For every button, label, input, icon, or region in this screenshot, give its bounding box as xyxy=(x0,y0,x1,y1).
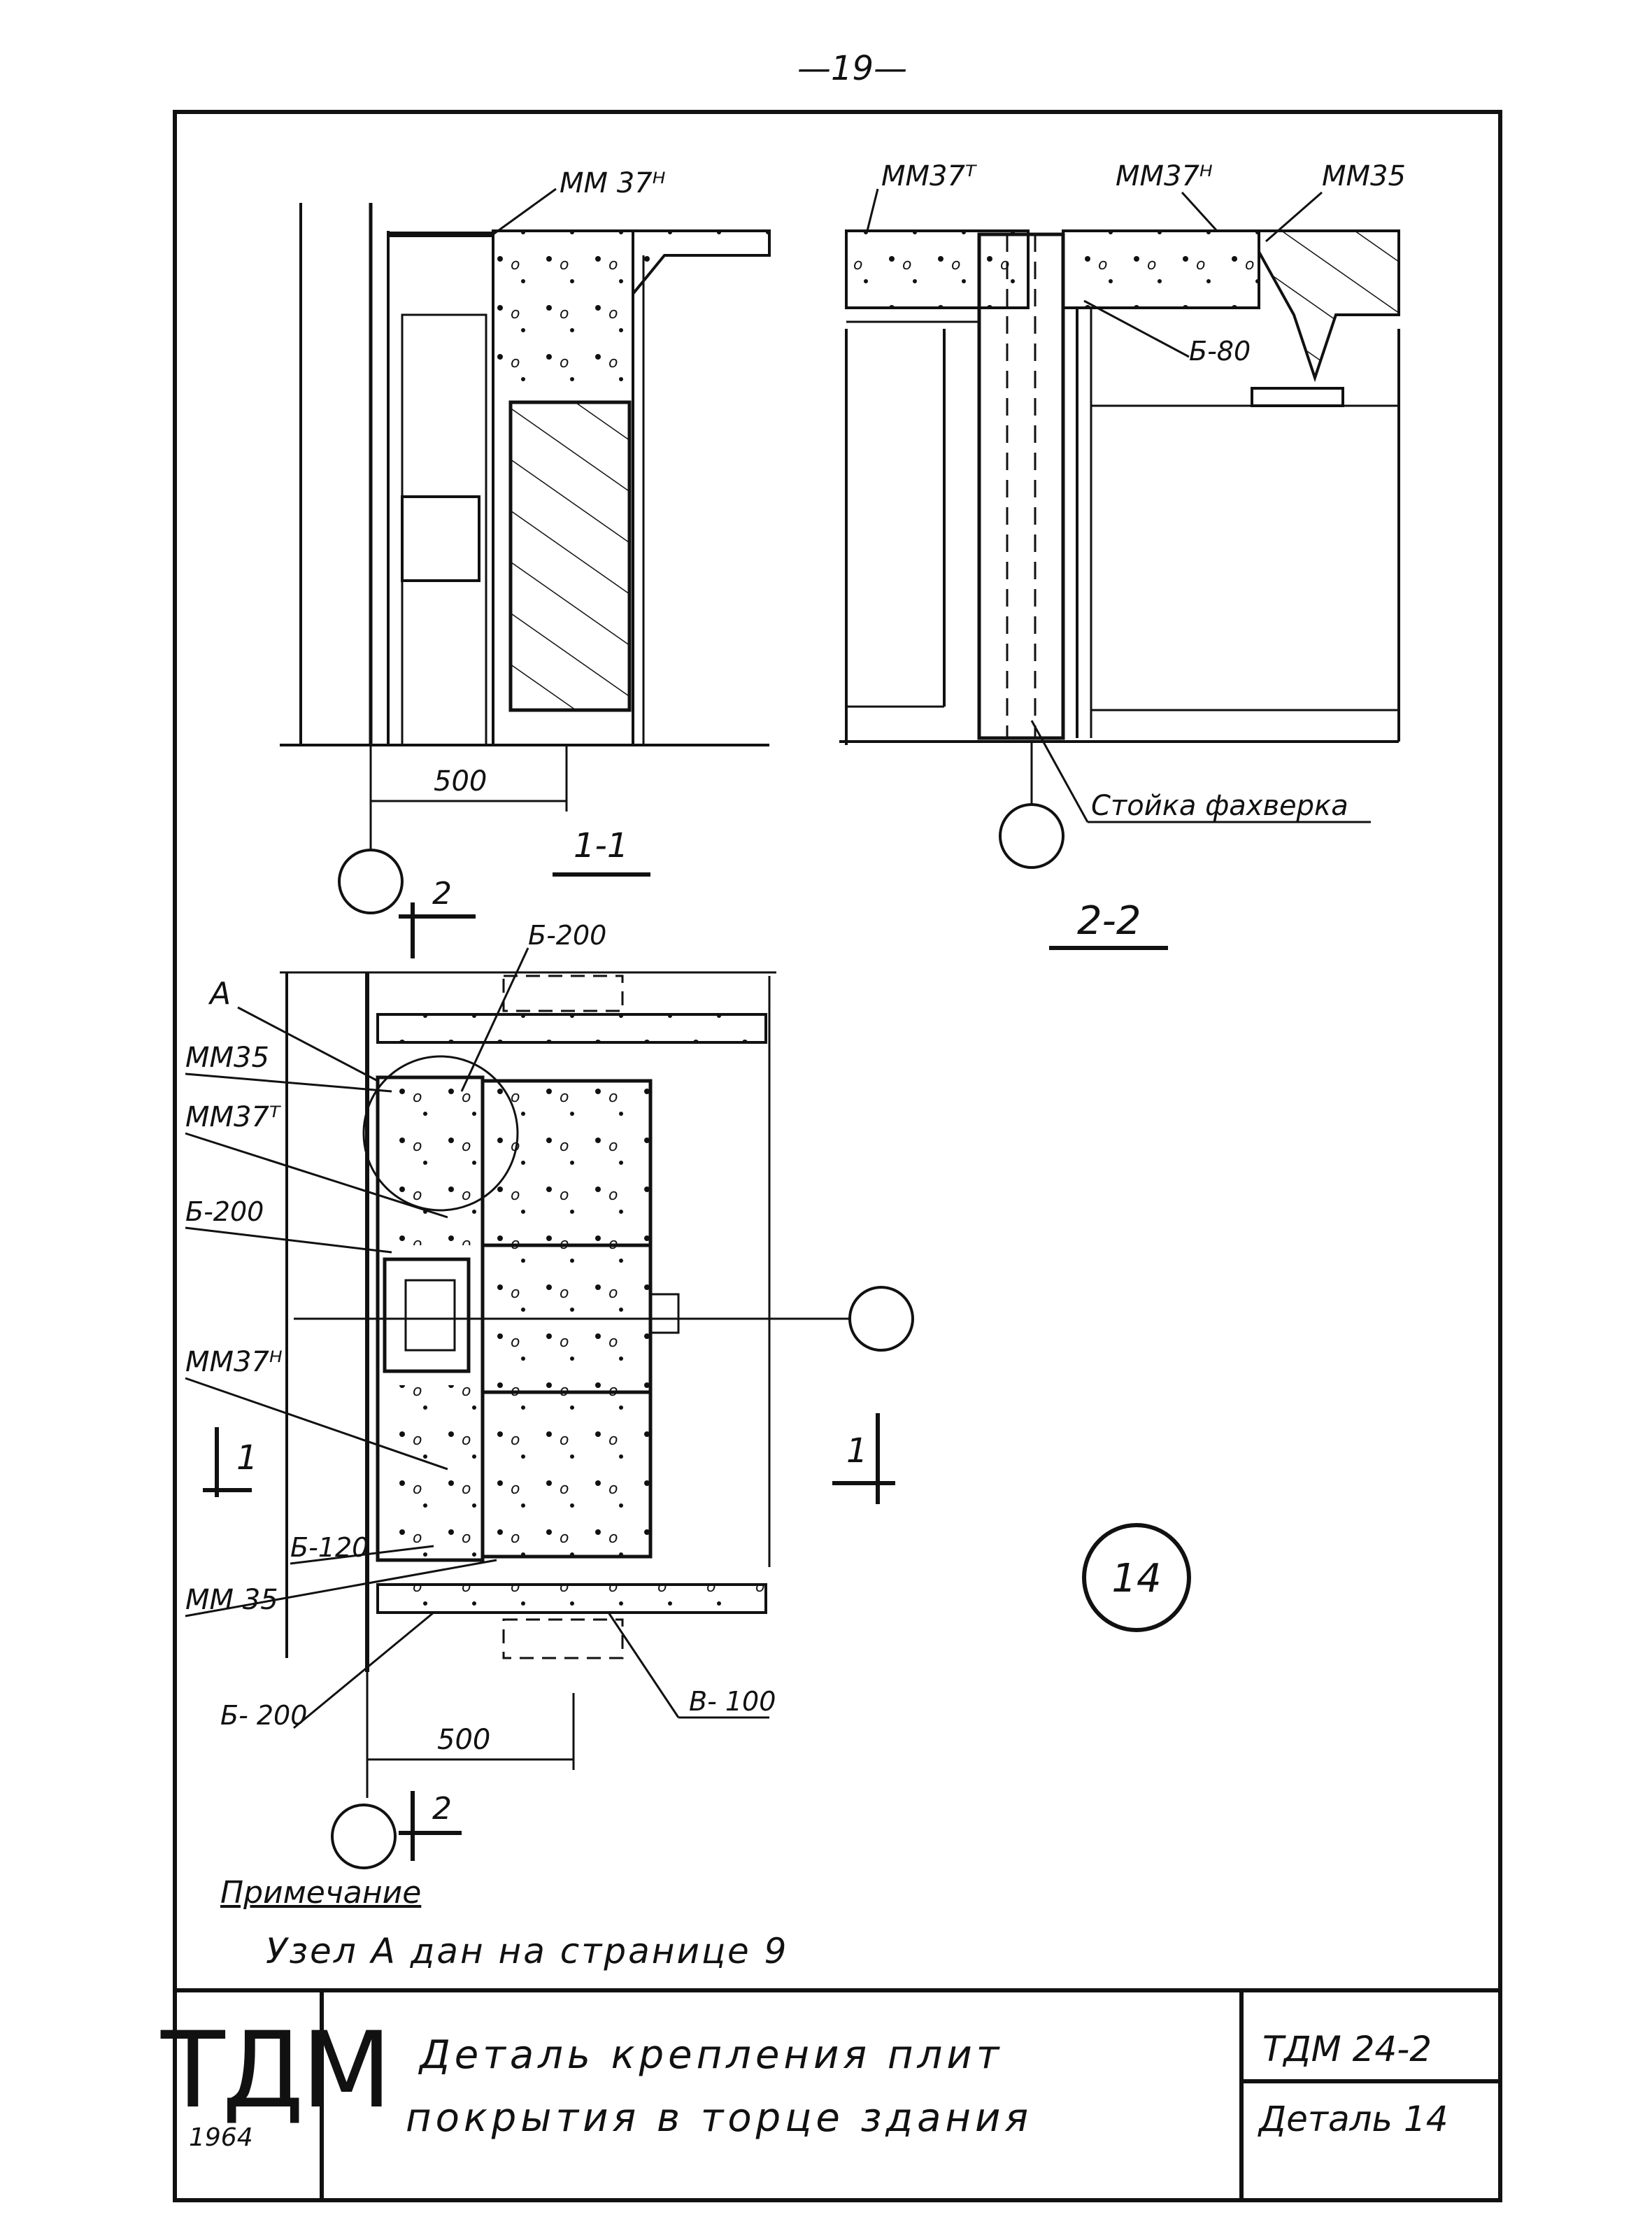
label-b80-2-2: Б-80 xyxy=(1189,336,1251,367)
label-b100: В- 100 xyxy=(689,1686,776,1717)
leader-mm37n-1-1 xyxy=(492,187,557,236)
axis-marker-plan-bottom xyxy=(331,1804,397,1869)
label-b200-mid: Б-200 xyxy=(185,1196,264,1227)
leader-mm35-top xyxy=(185,1072,392,1093)
leader-b200-mid xyxy=(185,1226,392,1254)
cut-marker-2-bottom xyxy=(399,1791,462,1861)
label-mm37n-plan: ММ37ᴴ xyxy=(185,1346,283,1378)
cut-label-2-bottom: 2 xyxy=(432,1791,452,1827)
cut-marker-2-top xyxy=(399,902,476,958)
label-b200-bottom: Б- 200 xyxy=(220,1700,307,1731)
label-mm37t-2-2: ММ37ᵀ xyxy=(881,160,978,192)
title-block-sheet: Деталь 14 xyxy=(1259,2099,1448,2139)
label-mm35-top: ММ35 xyxy=(185,1042,269,1074)
leader-mm37t-plan xyxy=(185,1132,448,1219)
sheet-frame xyxy=(173,110,1502,2202)
axis-marker-plan-right xyxy=(848,1286,914,1352)
title-block-title-line1: Деталь крепления плит xyxy=(420,2032,1004,2078)
label-mm35-bottom: ММ 35 xyxy=(185,1584,278,1616)
title-block-year: 1964 xyxy=(189,2123,253,2152)
detail-badge-number: 14 xyxy=(1111,1556,1161,1601)
section-1-1 xyxy=(280,203,771,850)
cut-label-2-top: 2 xyxy=(432,876,452,912)
axis-marker-1-1 xyxy=(338,849,404,914)
detail-badge-circle xyxy=(1082,1523,1191,1632)
plan-view xyxy=(280,971,853,1798)
title-block-code: ТДМ 24-2 xyxy=(1262,2029,1432,2069)
label-b200-top: Б-200 xyxy=(528,920,606,951)
cut-marker-1-right xyxy=(832,1413,895,1504)
label-mm37t-plan: ММ37ᵀ xyxy=(185,1101,282,1133)
leader-mm35-bottom xyxy=(185,1559,497,1617)
title-block-title-line2: покрытия в торце здания xyxy=(406,2095,1033,2141)
leader-mm37t-2-2 xyxy=(866,188,879,232)
section-2-2 xyxy=(839,229,1400,805)
cut-label-1-right: 1 xyxy=(846,1431,868,1471)
leader-b200-top xyxy=(460,947,529,1092)
label-mm35-2-2: ММ35 xyxy=(1322,160,1406,192)
leader-mm37n-2-2 xyxy=(1181,191,1218,232)
title-block-lines xyxy=(175,1988,1500,2200)
section-title-2-2: 2-2 xyxy=(1077,898,1141,944)
leader-mm35-2-2 xyxy=(1265,191,1323,243)
axis-marker-2-2 xyxy=(999,803,1064,869)
dim-500-section-1-1: 500 xyxy=(434,765,487,798)
leader-node-a xyxy=(237,1006,378,1082)
leader-b80-2-2 xyxy=(1083,299,1190,358)
dim-500-plan: 500 xyxy=(437,1724,490,1756)
cut-marker-1-left xyxy=(203,1427,252,1497)
label-node-a: А xyxy=(208,976,231,1012)
note-text: Узел А дан на странице 9 xyxy=(266,1931,789,1971)
page-number: —19— xyxy=(797,49,908,88)
leader-b200-bottom xyxy=(293,1611,434,1729)
leader-b120 xyxy=(290,1545,434,1565)
leader-post-diag-2-2 xyxy=(1030,720,1089,823)
cut-label-1-left: 1 xyxy=(236,1438,258,1478)
leader-b100-diag xyxy=(607,1612,680,1718)
label-post-2-2: Стойка фахверка xyxy=(1091,790,1348,822)
leader-mm37n-plan xyxy=(185,1377,448,1471)
section-title-1-1: 1-1 xyxy=(574,826,628,865)
note-title: Примечание xyxy=(220,1875,422,1911)
label-mm37n-1-1: ММ 37ᴴ xyxy=(560,167,666,199)
title-block-logo: ТДМ xyxy=(161,2010,392,2132)
label-mm37n-2-2: ММ37ᴴ xyxy=(1116,160,1213,192)
